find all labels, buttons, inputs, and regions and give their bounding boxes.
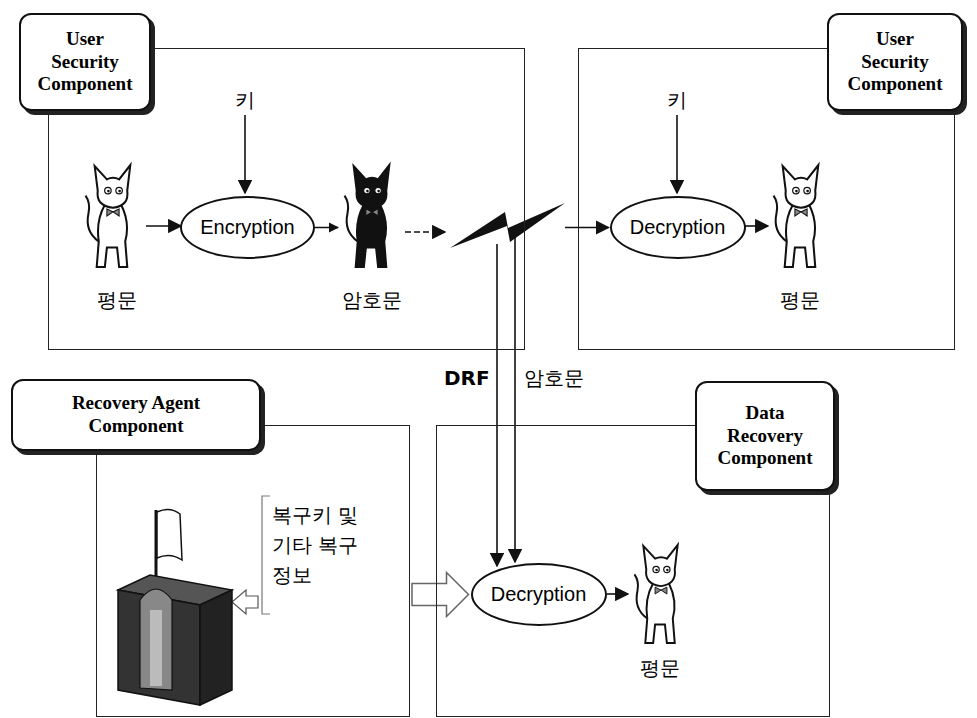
process-ellipse: Decryption [471, 563, 607, 626]
recovery-block-arrow [412, 573, 469, 617]
diagram-label: 키 [667, 88, 687, 113]
flow-arrow [405, 231, 445, 233]
component-panel: Data Recovery ComponentDecryption [436, 425, 830, 717]
store-arrow [232, 590, 258, 614]
diagram-label: 키 [235, 88, 255, 113]
process-label: Encryption [200, 216, 295, 239]
process-label: Decryption [630, 216, 726, 239]
flow-arrow [607, 593, 628, 595]
diagram-label: 평문 [640, 656, 680, 681]
process-label: Decryption [491, 583, 587, 606]
component-tab: Data Recovery Component [695, 381, 835, 491]
key-arrow [244, 115, 246, 193]
ciphertext-arrow [514, 236, 516, 562]
key-safe [118, 509, 232, 705]
info-bracket [262, 496, 270, 614]
plaintext-cat [634, 545, 677, 643]
diagram-label: DRF [444, 366, 490, 391]
component-tab: User Security Component [827, 13, 963, 111]
transmission-arrow [315, 227, 609, 229]
flow-arrow [742, 225, 768, 227]
key-arrow [676, 115, 678, 193]
component-title: Data Recovery Component [709, 402, 821, 470]
process-ellipse: Encryption [180, 196, 315, 259]
component-tab: User Security Component [19, 13, 151, 111]
process-ellipse: Decryption [610, 196, 746, 259]
component-title: Recovery Agent Component [25, 392, 247, 438]
plaintext-cat [86, 165, 131, 267]
diagram-label: 복구키 및 기타 복구정보 [272, 500, 364, 590]
diagram-label: 평문 [97, 288, 137, 313]
channel-lightning [450, 203, 565, 248]
flow-arrow [146, 225, 181, 227]
drf-arrow [496, 244, 498, 566]
component-panel: User Security ComponentDecryption [578, 48, 955, 350]
component-title: User Security Component [841, 28, 949, 96]
component-tab: Recovery Agent Component [11, 379, 261, 451]
component-title: User Security Component [33, 28, 137, 96]
diagram-label: 암호문 [524, 366, 584, 391]
plaintext-cat [774, 165, 819, 267]
diagram-label: 암호문 [342, 288, 402, 313]
diagram-label: 평문 [780, 288, 820, 313]
ciphertext-cat [345, 165, 390, 267]
component-panel: Recovery Agent Component [96, 425, 410, 717]
